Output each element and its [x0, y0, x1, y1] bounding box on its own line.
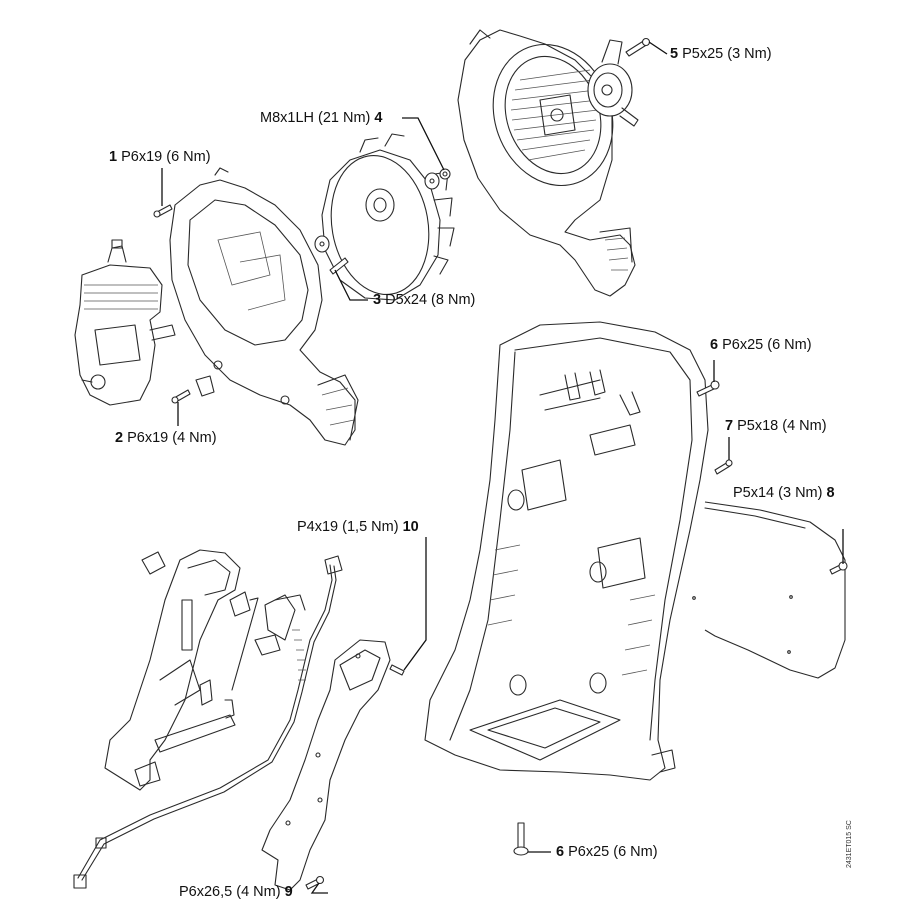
rewind-starter	[587, 39, 639, 127]
nut-4	[439, 168, 451, 180]
fan-housing-rear	[169, 167, 359, 446]
callout-2: 2 P6x19 (4 Nm)	[115, 431, 217, 446]
callout-number: 8	[826, 485, 835, 501]
callout-number: 5	[670, 46, 679, 62]
callout-spec: P5x14 (3 Nm)	[733, 485, 823, 501]
callout-number: 6	[556, 844, 565, 860]
callout-3: 3 D5x24 (8 Nm)	[373, 293, 475, 308]
callout-spec: P6x25 (6 Nm)	[568, 844, 658, 860]
leader-lines	[161, 41, 844, 894]
callout-number: 4	[374, 110, 383, 126]
callout-8: P5x14 (3 Nm) 8	[733, 486, 835, 501]
callout-spec: D5x24 (8 Nm)	[385, 292, 476, 308]
throttle-cable	[73, 555, 343, 889]
screw-10	[389, 664, 405, 676]
callout-1: 1 P6x19 (6 Nm)	[109, 150, 211, 165]
callout-number: 3	[373, 292, 382, 308]
engine	[74, 239, 176, 406]
callout-number: 9	[284, 884, 293, 900]
callout-5: 5 P5x25 (3 Nm)	[670, 47, 772, 62]
back-cushion	[692, 501, 846, 679]
backplate-frame	[424, 321, 709, 781]
control-handle	[104, 549, 306, 791]
callout-6-bottom: 6 P6x25 (6 Nm)	[556, 845, 658, 860]
callout-10: P4x19 (1,5 Nm) 10	[297, 520, 419, 535]
callout-7: 7 P5x18 (4 Nm)	[725, 419, 827, 434]
screw-1	[153, 204, 173, 218]
impeller-fan	[321, 133, 455, 301]
screw-3	[329, 257, 349, 275]
screw-9	[305, 875, 325, 890]
callout-4: M8x1LH (21 Nm) 4	[260, 111, 383, 126]
handle-cover	[261, 639, 391, 891]
clip	[195, 375, 215, 397]
screw-6-bottom	[513, 822, 529, 856]
callout-number: 2	[115, 430, 124, 446]
screw-5	[625, 37, 651, 57]
callout-number: 6	[710, 337, 719, 353]
callout-spec: P5x25 (3 Nm)	[682, 46, 772, 62]
screw-6-top	[696, 380, 720, 397]
washer	[314, 172, 440, 253]
screw-2	[171, 389, 191, 404]
callout-spec: P6x26,5 (4 Nm)	[179, 884, 281, 900]
figure-code: 2431ET015 SC	[846, 820, 853, 868]
screw-8	[829, 561, 848, 575]
callout-spec: M8x1LH (21 Nm)	[260, 110, 371, 126]
callout-6-top: 6 P6x25 (6 Nm)	[710, 338, 812, 353]
callout-number: 1	[109, 149, 118, 165]
screw-7	[714, 459, 733, 475]
callout-spec: P6x25 (6 Nm)	[722, 337, 812, 353]
callout-spec: P6x19 (4 Nm)	[127, 430, 217, 446]
callout-number: 7	[725, 418, 734, 434]
callout-spec: P6x19 (6 Nm)	[121, 149, 211, 165]
callout-spec: P5x18 (4 Nm)	[737, 418, 827, 434]
callout-number: 10	[402, 519, 419, 535]
callout-spec: P4x19 (1,5 Nm)	[297, 519, 399, 535]
callout-9: P6x26,5 (4 Nm) 9	[179, 885, 293, 900]
